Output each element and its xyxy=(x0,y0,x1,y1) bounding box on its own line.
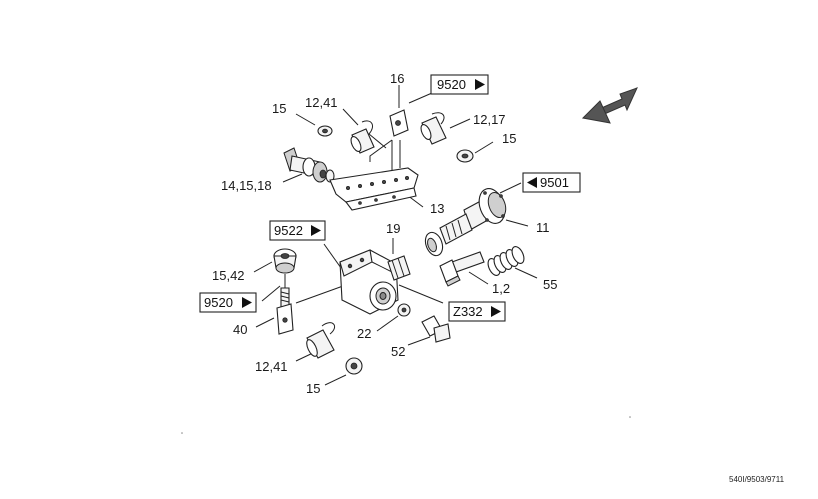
pin-12-41-top xyxy=(350,120,387,154)
reference-box-9501[interactable]: 9501 xyxy=(522,172,581,193)
bracket-13 xyxy=(329,139,419,211)
triangle-right-icon xyxy=(491,306,501,317)
bushing-15-42 xyxy=(273,248,297,274)
callout-16: 16 xyxy=(390,71,404,86)
reference-box-z332[interactable]: Z332 xyxy=(448,301,506,322)
callout-55: 55 xyxy=(543,277,557,292)
callout-labels: 16 15 12,41 12,17 15 14,15,18 13 11 19 1… xyxy=(212,71,557,396)
reference-box-label: 9520 xyxy=(437,77,466,92)
gearbox-housing xyxy=(339,249,399,315)
washer-15-top-left xyxy=(317,125,333,137)
washer-15-bottom xyxy=(345,357,363,375)
reference-box-9520-left[interactable]: 9520 xyxy=(199,292,257,313)
reference-box-label: 9520 xyxy=(204,295,233,310)
bolt-14-15-18 xyxy=(283,147,335,183)
callout-14-15-18: 14,15,18 xyxy=(221,178,272,193)
washer-15-top-right xyxy=(456,149,474,163)
callout-40: 40 xyxy=(233,322,247,337)
callout-12-41-top: 12,41 xyxy=(305,95,338,110)
scan-specks xyxy=(181,416,631,434)
washer-22 xyxy=(397,303,411,317)
bolt-1-2 xyxy=(439,251,485,287)
callout-15-top-right: 15 xyxy=(502,131,516,146)
callout-19: 19 xyxy=(386,221,400,236)
callout-12-17: 12,17 xyxy=(473,112,506,127)
reference-box-label: 9522 xyxy=(274,223,303,238)
callout-1-2: 1,2 xyxy=(492,281,510,296)
reference-box-9520-top[interactable]: 9520 xyxy=(430,74,489,95)
callout-52: 52 xyxy=(391,344,405,359)
leader-lines xyxy=(253,85,538,386)
drawing-code: 540I/9503/9711 xyxy=(729,475,785,484)
callout-12-41-bottom: 12,41 xyxy=(255,359,288,374)
pin-12-17 xyxy=(420,112,447,145)
pin-12-41-bottom xyxy=(306,322,335,359)
triangle-right-icon xyxy=(475,79,485,90)
callout-15-42: 15,42 xyxy=(212,268,245,283)
direction-arrow-icon xyxy=(581,87,638,124)
triangle-right-icon xyxy=(311,225,321,236)
input-shaft-19 xyxy=(387,255,411,281)
shaft-flange-11 xyxy=(424,188,507,257)
reference-box-9522[interactable]: 9522 xyxy=(269,220,326,241)
reference-box-label: Z332 xyxy=(453,304,483,319)
callout-11: 11 xyxy=(536,220,550,235)
callout-15-top-left: 15 xyxy=(272,101,286,116)
triangle-left-icon xyxy=(527,177,537,188)
reference-box-label: 9501 xyxy=(540,175,569,190)
link-plate-16 xyxy=(389,109,409,137)
spring-55 xyxy=(487,246,525,276)
triangle-right-icon xyxy=(242,297,252,308)
callout-22: 22 xyxy=(357,326,371,341)
callout-13: 13 xyxy=(430,201,444,216)
bolt-52 xyxy=(421,315,451,343)
link-rod-40 xyxy=(276,274,294,335)
callout-15-bottom: 15 xyxy=(306,381,320,396)
